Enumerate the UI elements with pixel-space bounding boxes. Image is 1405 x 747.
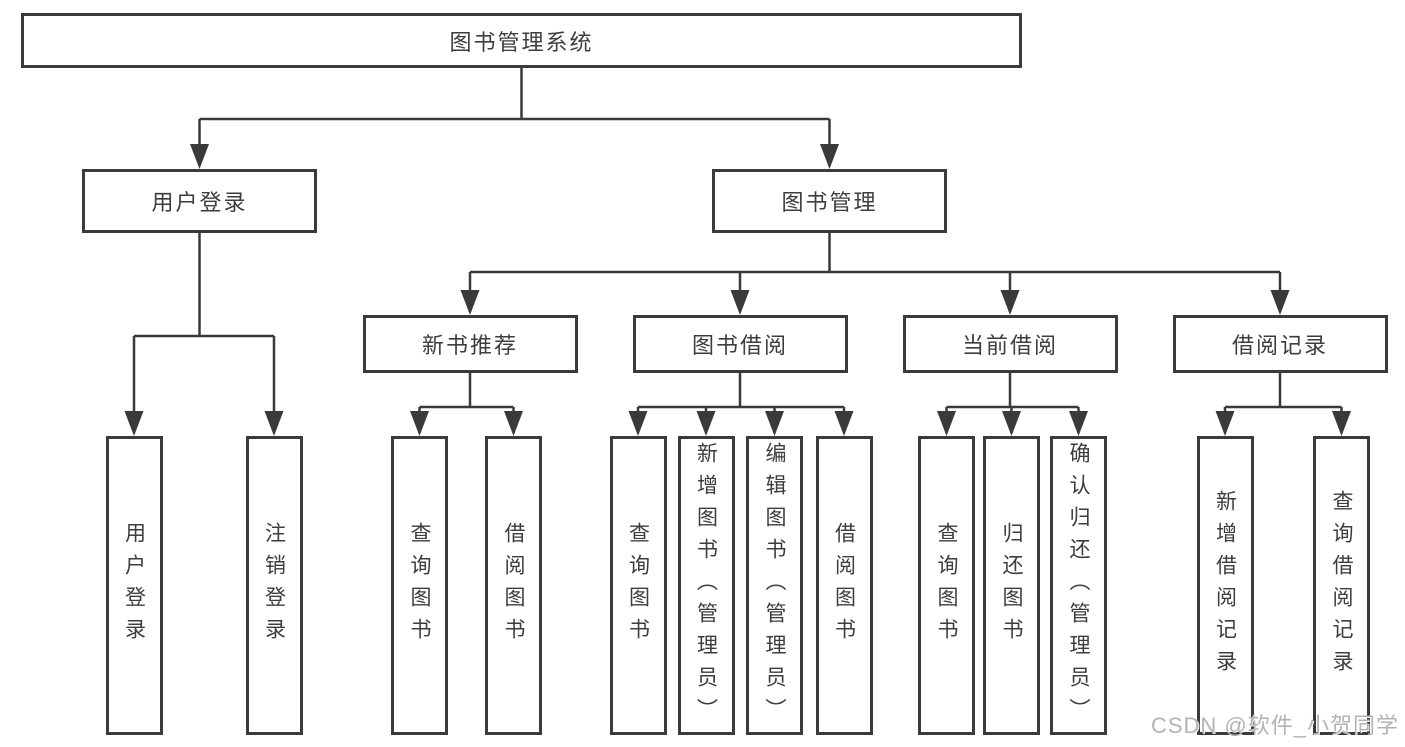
node-label: 归还图书 — [1000, 521, 1023, 650]
node-label: 注销登录 — [262, 521, 286, 650]
node-confirm-return-admin: 确认归还（管理员） — [1050, 436, 1107, 735]
node-library-management-system: 图书管理系统 — [21, 13, 1022, 68]
node-label: 用户登录 — [151, 190, 248, 215]
node-label: 图书管理 — [781, 190, 878, 215]
node-label: 新书推荐 — [421, 333, 518, 358]
node-query-books-current: 查询图书 — [918, 436, 975, 735]
node-user-login-action: 用户登录 — [105, 436, 163, 735]
node-label: 借阅图书 — [832, 521, 856, 650]
node-borrow-books-recommend: 借阅图书 — [485, 436, 542, 735]
node-label: 图书管理系统 — [449, 29, 594, 55]
node-user-login: 用户登录 — [82, 169, 317, 233]
node-label: 查询借阅记录 — [1330, 489, 1353, 682]
node-label: 图书借阅 — [691, 333, 788, 358]
csdn-watermark: CSDN @软件_小贺同学 — [1150, 713, 1399, 738]
node-label: 用户登录 — [122, 521, 146, 650]
node-return-books: 归还图书 — [983, 436, 1040, 735]
node-add-books-admin: 新增图书（管理员） — [677, 436, 735, 735]
arrowheads — [124, 144, 1351, 436]
node-logout: 注销登录 — [245, 436, 303, 735]
node-query-books-borrow: 查询图书 — [609, 436, 667, 735]
node-label: 查询图书 — [935, 521, 958, 650]
node-query-books-recommend: 查询图书 — [391, 436, 448, 735]
node-label: 确认归还（管理员） — [1067, 441, 1090, 730]
node-label: 查询图书 — [408, 521, 431, 650]
node-label: 新增图书（管理员） — [694, 441, 718, 730]
node-borrow-books: 借阅图书 — [815, 436, 873, 735]
node-label: 借阅图书 — [502, 521, 525, 650]
node-book-management: 图书管理 — [712, 169, 947, 233]
node-label: 新增借阅记录 — [1213, 489, 1237, 682]
node-label: 编辑图书（管理员） — [763, 441, 786, 730]
node-query-borrow-record: 查询借阅记录 — [1313, 436, 1370, 735]
node-borrowing-records: 借阅记录 — [1172, 315, 1388, 373]
node-label: 当前借阅 — [961, 333, 1058, 358]
node-current-borrowing: 当前借阅 — [902, 315, 1118, 373]
node-add-borrow-record: 新增借阅记录 — [1196, 436, 1254, 735]
node-book-borrowing: 图书借阅 — [632, 315, 848, 373]
node-edit-books-admin: 编辑图书（管理员） — [746, 436, 803, 735]
node-label: 查询图书 — [626, 521, 650, 650]
node-label: 借阅记录 — [1231, 333, 1328, 358]
node-new-book-recommendation: 新书推荐 — [362, 315, 578, 373]
